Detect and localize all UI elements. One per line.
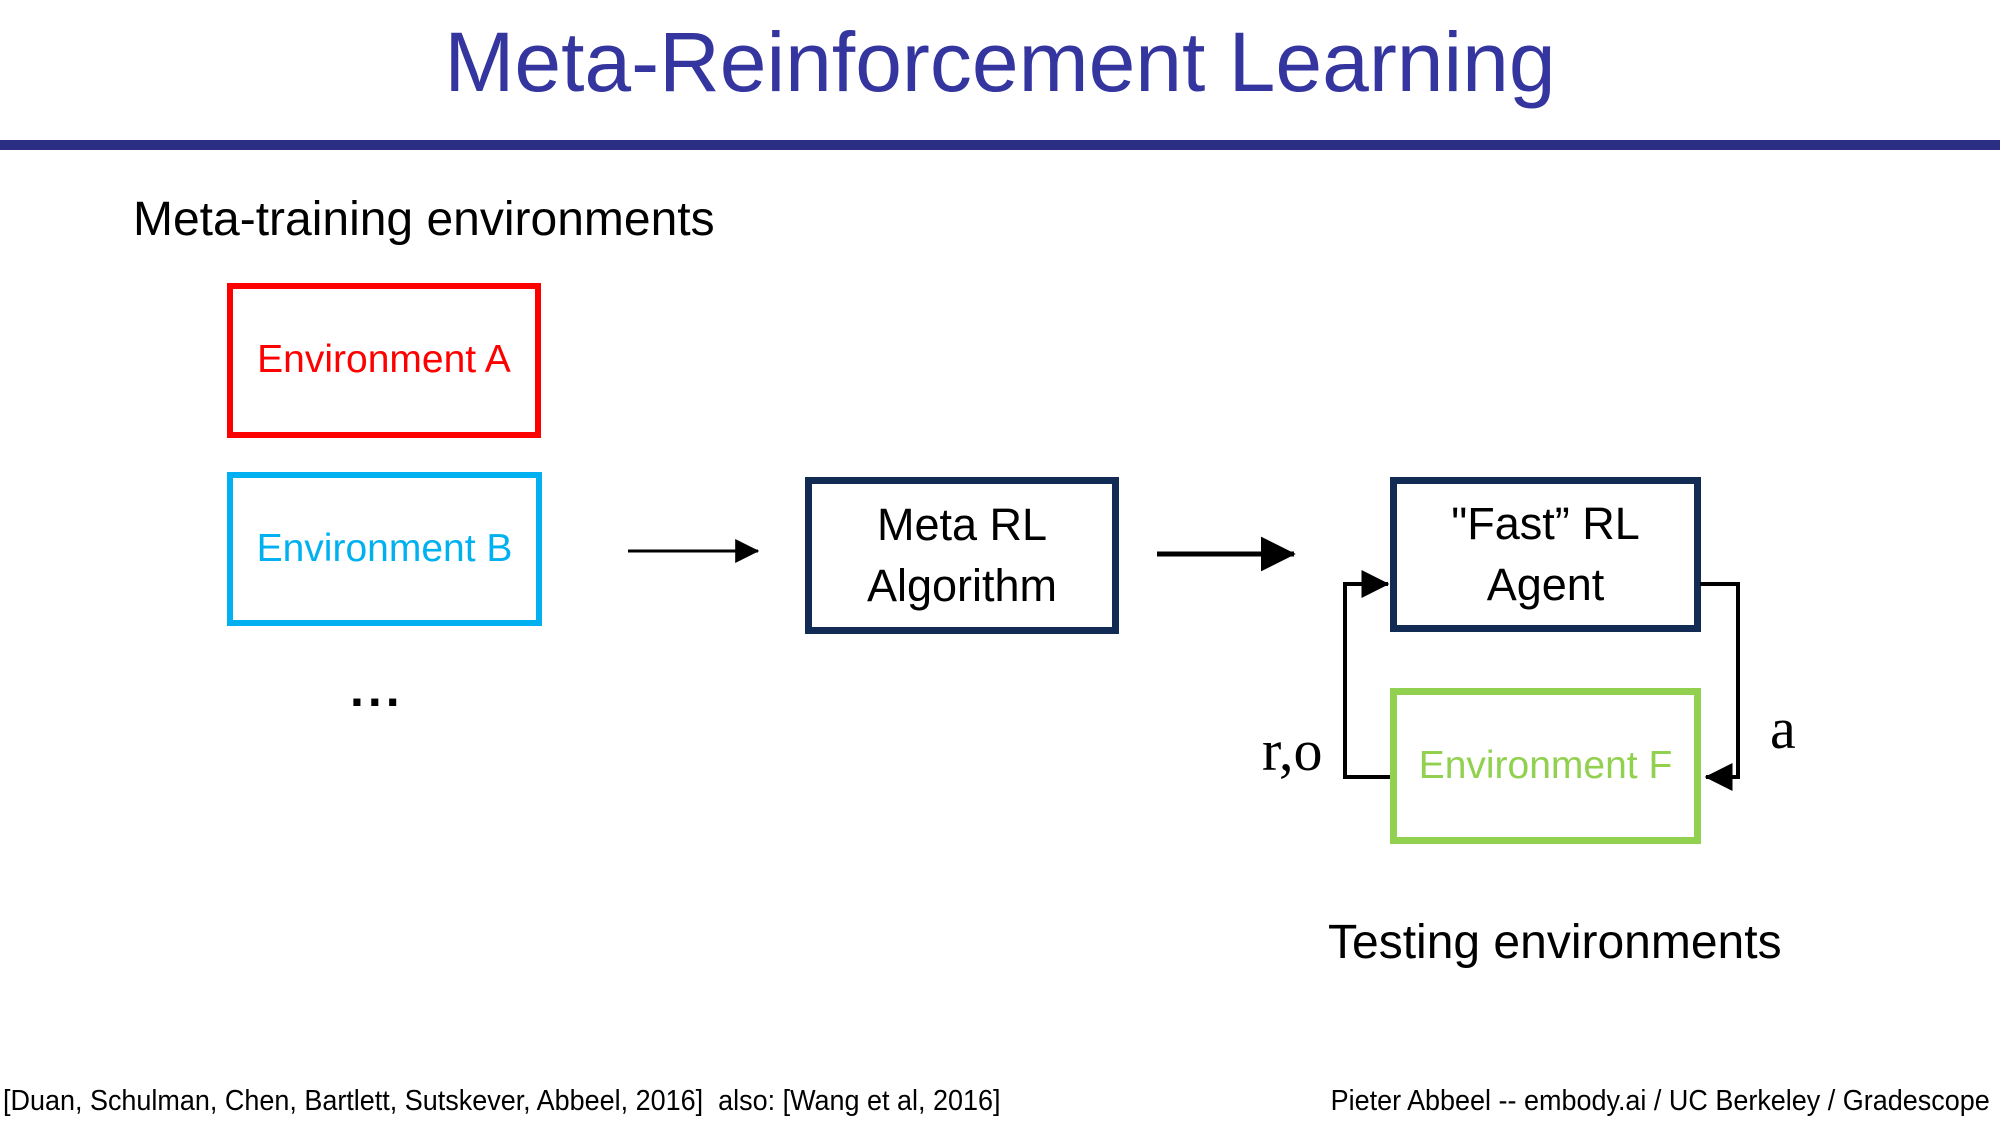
slide-title: Meta-Reinforcement Learning (444, 15, 1556, 109)
meta-rl-algorithm-line1: Meta RL (876, 498, 1048, 550)
arrow-agent-to-environment-f-action (1700, 582, 1740, 791)
environment-f-box: Environment F (1390, 688, 1701, 844)
meta-rl-algorithm-line2: Algorithm (866, 559, 1058, 611)
testing-environments-label: Testing environments (1328, 916, 1782, 969)
meta-rl-algorithm-box: Meta RL Algorithm (805, 477, 1119, 634)
environment-b-box: Environment B (227, 472, 542, 626)
meta-training-environments-label: Meta-training environments (133, 193, 715, 246)
environment-a-label: Environment A (257, 338, 511, 382)
environment-a-box: Environment A (227, 283, 541, 438)
action-label: a (1770, 696, 1796, 761)
fast-rl-agent-line1: "Fast” RL (1451, 497, 1640, 549)
citation-footer: [Duan, Schulman, Chen, Bartlett, Sutskev… (3, 1085, 1001, 1117)
fast-rl-agent-line2: Agent (1486, 558, 1605, 610)
more-environments-ellipsis: ... (350, 661, 404, 717)
reward-observation-label: r,o (1262, 718, 1323, 783)
fast-rl-agent-box: "Fast” RL Agent (1390, 477, 1701, 632)
arrow-environment-f-to-agent-reward-obs (1343, 570, 1390, 779)
environment-f-label: Environment F (1418, 743, 1673, 787)
environment-b-label: Environment B (256, 526, 513, 570)
title-divider-rule (0, 140, 2000, 150)
author-footer: Pieter Abbeel -- embody.ai / UC Berkeley… (1330, 1085, 1990, 1117)
